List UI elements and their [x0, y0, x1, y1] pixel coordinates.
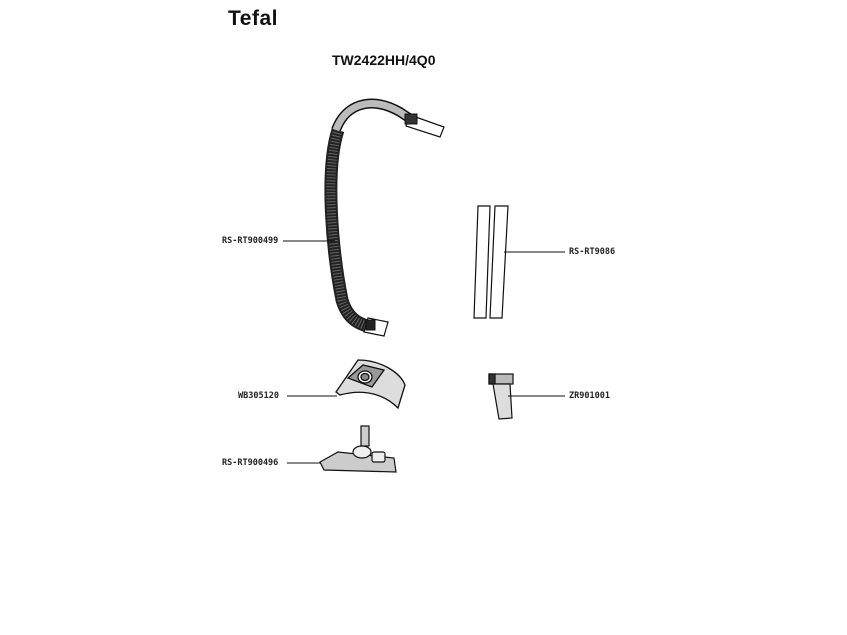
- brand-logo: Tefal: [228, 7, 278, 30]
- bag-holder-part: [287, 359, 406, 410]
- tubes-part: [473, 205, 565, 319]
- part-label-bag-holder[interactable]: WB305120: [238, 391, 279, 401]
- part-label-floor-nozzle[interactable]: RS-RT900496: [222, 458, 279, 468]
- floor-nozzle-part: [287, 425, 397, 473]
- part-label-crevice-tool[interactable]: ZR901001: [569, 391, 610, 401]
- part-label-tubes[interactable]: RS-RT9086: [569, 247, 616, 257]
- crevice-tool-part: [488, 373, 565, 420]
- part-label-hose[interactable]: RS-RT900499: [222, 236, 279, 246]
- hose-part: [283, 98, 445, 337]
- model-title: TW2422HH/4Q0: [332, 52, 436, 68]
